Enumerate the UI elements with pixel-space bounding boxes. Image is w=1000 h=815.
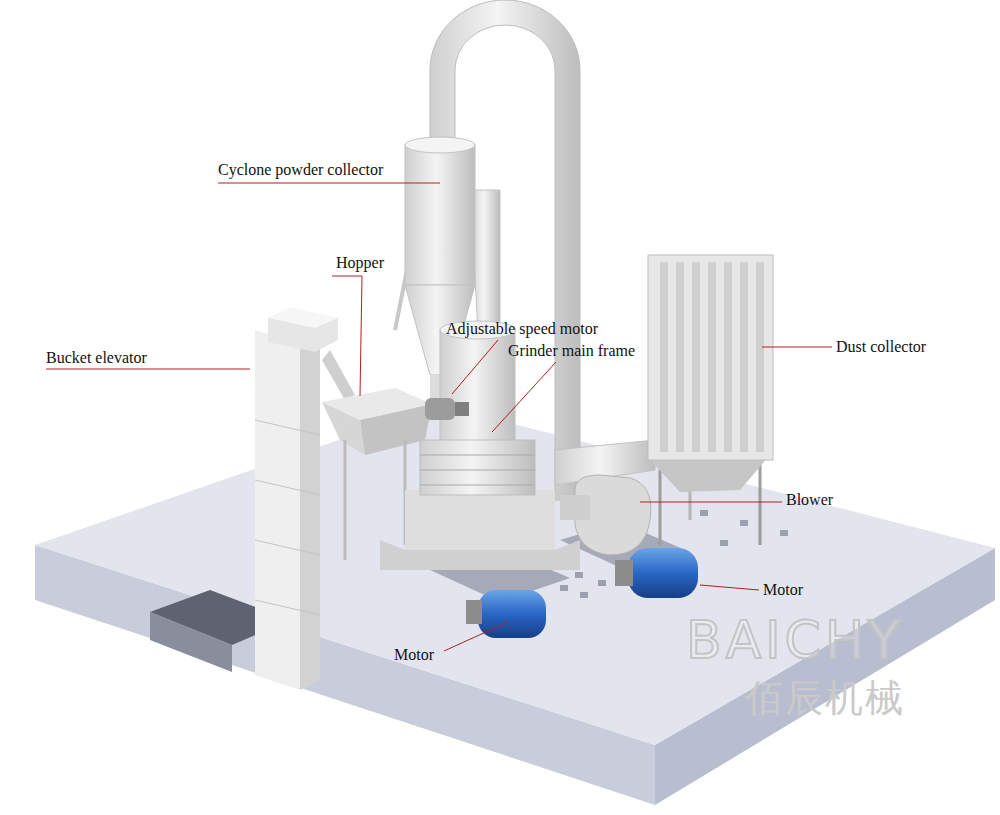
bucket-elevator (255, 308, 355, 690)
blower (560, 475, 651, 555)
leader-line (46, 183, 832, 651)
watermark: 佰辰机械 (745, 676, 905, 720)
motor (466, 548, 698, 638)
part-label: Cyclone powder collector (218, 161, 383, 179)
air-pipes (395, 0, 655, 500)
watermark: BAICHY (686, 612, 904, 668)
part-label: Grinder main frame (508, 342, 635, 360)
platform (35, 405, 995, 805)
part-label: Motor (394, 646, 434, 664)
part-label: Motor (763, 581, 803, 599)
part-label: Bucket elevator (46, 349, 147, 367)
part-label: Hopper (336, 254, 384, 272)
part-label: Blower (786, 491, 833, 509)
part-label: Dust collector (836, 338, 926, 356)
part-label: Adjustable speed motor (446, 320, 598, 338)
